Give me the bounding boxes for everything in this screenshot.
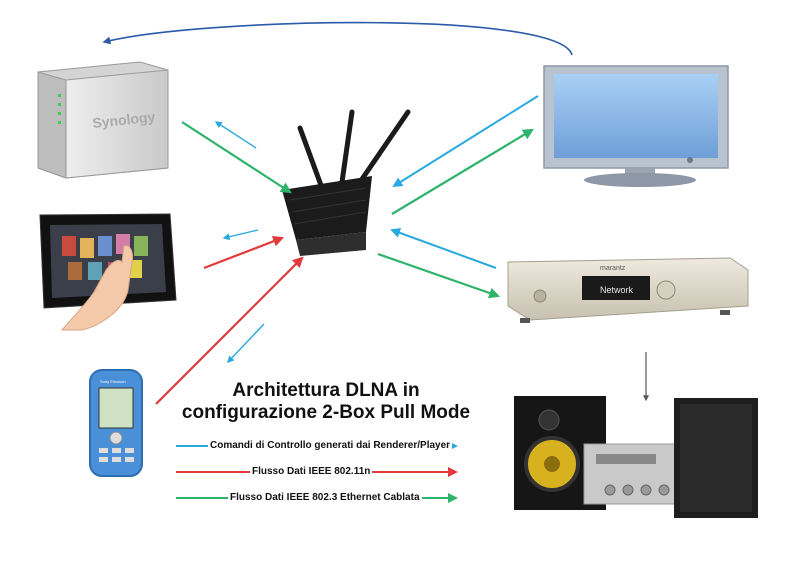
arrow-router-to-tv-ethernet <box>391 128 534 215</box>
nas-device: Synology <box>37 61 169 179</box>
diagram-title-line-1: Architettura DLNA in <box>232 380 420 401</box>
arrow-nas-to-router-ethernet <box>181 121 292 194</box>
arrow-tv-to-router-control <box>392 95 539 188</box>
player-display-text: Network <box>600 285 634 295</box>
legend-label-ethernet: Flusso Dati IEEE 802.3 Ethernet Cablata <box>228 492 422 504</box>
phone-brand-label: Sony Ericsson <box>100 379 126 384</box>
legend-label-wifi: Flusso Dati IEEE 802.11n <box>250 466 373 478</box>
legend-label-control: Comandi di Controllo generati dai Render… <box>208 440 453 452</box>
arrow-phone-to-router-wifi <box>155 256 304 405</box>
diagram-title-line-2: configurazione 2-Box Pull Mode <box>181 402 471 423</box>
arrow-tv-to-nas-curve <box>102 21 573 56</box>
tablet-device <box>39 213 177 331</box>
phone-device: Sony Ericsson <box>89 369 143 477</box>
arrow-router-to-nas-control <box>214 121 257 149</box>
arrow-router-to-player-ethernet <box>377 252 501 299</box>
arrow-router-to-tablet-control <box>222 229 259 241</box>
player-brand-label: marantz <box>600 265 626 272</box>
arrow-player-to-router-control <box>390 228 497 269</box>
router-device <box>282 109 411 256</box>
hand-icon <box>60 245 133 331</box>
network-player-device: Network marantz <box>507 257 749 323</box>
arrow-router-to-phone-control <box>227 323 265 364</box>
nas-brand-label: Synology <box>92 108 157 131</box>
arrow-tablet-to-router-wifi <box>203 236 285 270</box>
speakers-device <box>514 396 758 518</box>
tv-device <box>543 65 729 187</box>
